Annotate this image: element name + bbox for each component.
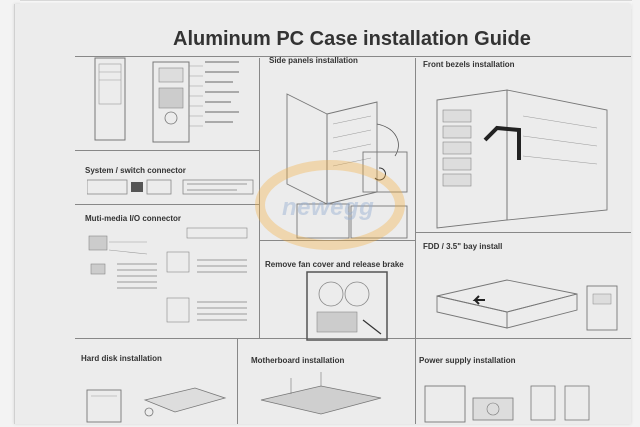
hard-disk-heading: Hard disk installation [81,354,162,363]
multimedia-heading: Muti-media I/O connector [85,214,182,223]
hard-disk-diagram-icon [85,376,235,424]
divider-left-col [259,58,260,338]
fan-cover-heading: Remove fan cover and release brake [265,260,404,269]
divider-side-panel [259,240,415,241]
multimedia-connector-icon [87,224,257,334]
divider-right-col [415,58,416,424]
fdd-heading: FDD / 3.5" bay install [423,242,503,251]
newegg-logo-watermark [250,160,430,250]
guide-sheet: Aluminum PC Case installation Guide Side… [14,4,631,424]
motherboard-diagram-icon [251,372,411,424]
guide-title: Aluminum PC Case installation Guide [173,28,531,50]
divider-bottom-row [75,338,631,339]
watermark-text: newegg [282,194,375,221]
divider-switch [75,204,259,205]
case-front-back-icon [93,56,243,148]
system-switch-heading: System / switch connector [85,166,186,175]
divider-top [75,56,631,57]
side-panel-diagram-icon [267,84,413,240]
power-supply-heading: Power supply installation [419,356,516,365]
fan-cover-diagram-icon [305,270,389,342]
front-bezels-heading: Front bezels installation [423,60,515,69]
power-supply-diagram-icon [421,376,601,424]
side-panels-heading: Side panels installation [269,56,358,65]
switch-connector-icon [87,176,257,200]
divider-front-bezel [415,232,631,233]
divider-case-views [75,150,259,151]
fdd-bay-diagram-icon [427,266,623,336]
front-bezel-diagram-icon [427,80,623,230]
motherboard-heading: Motherboard installation [251,356,345,365]
divider-bottom-left [237,338,238,424]
